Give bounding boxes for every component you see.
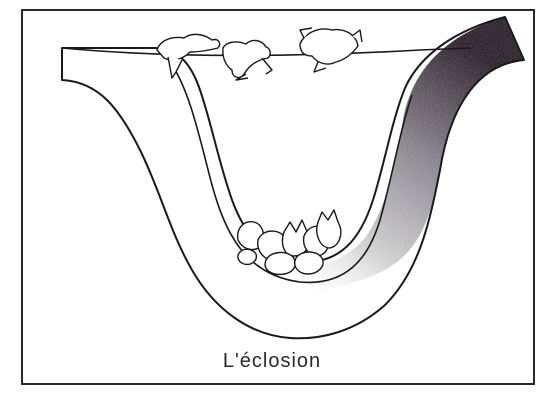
turtle-hatchling-icon [300, 28, 362, 72]
turtle-hatchling-icon [157, 34, 220, 78]
diagram-caption: L'éclosion [0, 350, 544, 373]
turtle-hatchling-icon [223, 40, 272, 80]
